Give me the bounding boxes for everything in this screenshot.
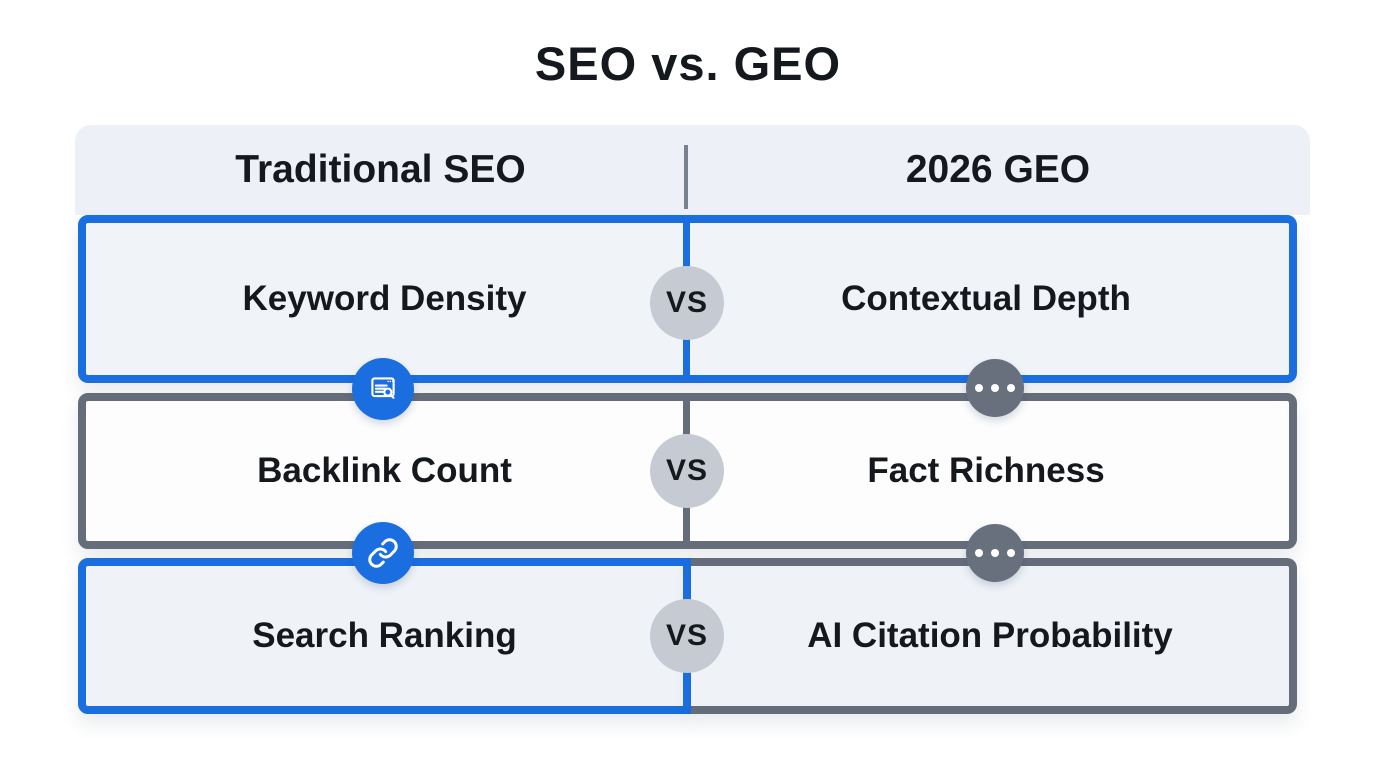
row3-right-label: AI Citation Probability bbox=[807, 616, 1173, 655]
ellipsis-icon bbox=[966, 359, 1024, 417]
row2-left-label: Backlink Count bbox=[257, 451, 512, 490]
column-header-traditional-seo: Traditional SEO bbox=[235, 148, 526, 191]
vs-badge: VS bbox=[650, 599, 724, 673]
row1-right-label: Contextual Depth bbox=[841, 279, 1131, 318]
page-title: SEO vs. GEO bbox=[534, 37, 842, 90]
row1-left-label: Keyword Density bbox=[242, 279, 527, 318]
vs-badge: VS bbox=[650, 266, 724, 340]
ellipsis-icon bbox=[966, 524, 1024, 582]
row2-right-label: Fact Richness bbox=[867, 451, 1105, 490]
row3-left-label: Search Ranking bbox=[252, 616, 517, 655]
vs-badge: VS bbox=[650, 434, 724, 508]
column-header-2026-geo: 2026 GEO bbox=[905, 148, 1091, 191]
page-search-icon bbox=[352, 358, 414, 420]
link-icon bbox=[352, 522, 414, 584]
column-headers: Traditional SEO 2026 GEO bbox=[75, 125, 1310, 215]
row3-right-cell: AI Citation Probability bbox=[691, 558, 1297, 714]
header-divider bbox=[684, 145, 688, 209]
